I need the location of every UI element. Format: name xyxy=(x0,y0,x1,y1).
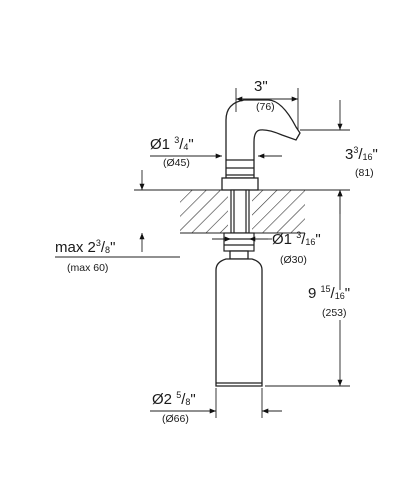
bottle xyxy=(215,250,263,387)
flange-diameter-label: Ø1 3/4" xyxy=(150,135,194,153)
flange-diameter-metric: (Ø45) xyxy=(163,157,190,169)
spout-reach-label: 3" xyxy=(254,79,268,94)
max-deck-metric: (max 60) xyxy=(67,262,109,274)
bottle-diameter-metric: (Ø66) xyxy=(162,413,189,425)
total-height-metric: (253) xyxy=(322,307,347,319)
spout-height-label: 33/16" xyxy=(345,145,378,163)
shank xyxy=(230,189,250,234)
dimension-lines xyxy=(55,88,350,418)
mounting-nut xyxy=(223,232,255,252)
countertop-section xyxy=(134,189,350,234)
flange xyxy=(221,177,259,191)
spout-reach-imperial: 3" xyxy=(254,78,268,95)
max-deck-label: max 23/8" xyxy=(55,238,116,256)
shank-diameter-label: Ø1 3/16" xyxy=(272,230,321,248)
total-height-label: 9 15/16" xyxy=(308,284,351,302)
spout-reach-metric: (76) xyxy=(256,101,275,113)
shank-diameter-metric: (Ø30) xyxy=(280,254,307,266)
bottle-diameter-label: Ø2 5/8" xyxy=(152,390,196,408)
spout-height-metric: (81) xyxy=(355,167,374,179)
